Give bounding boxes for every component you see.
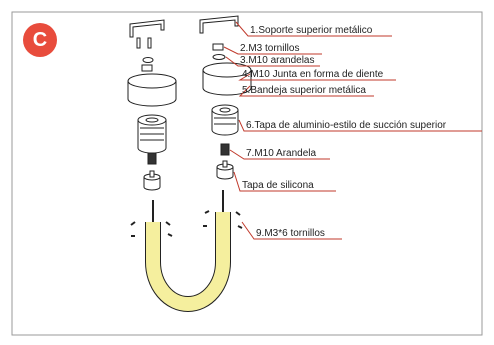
label-part-7: 7.M10 Arandela — [246, 148, 317, 159]
label-part-9: 9.M3*6 tornillos — [256, 228, 325, 239]
left-washer — [142, 57, 154, 63]
leader-lines — [223, 21, 482, 240]
label-part-6: 6.Tapa de aluminio-estilo de succión sup… — [246, 120, 447, 131]
left-stack — [127, 19, 177, 191]
label-part-8: Tapa de silicona — [242, 180, 314, 191]
right-metal-bracket — [199, 15, 239, 34]
left-tray-top — [127, 73, 177, 89]
label-part-3: 3.M10 arandelas — [240, 55, 315, 66]
left-silicone-nozzle — [149, 170, 155, 178]
left-screw-b — [147, 37, 152, 49]
right-silicone-nozzle — [222, 160, 228, 168]
label-part-2: 2.M3 tornillos — [240, 43, 300, 54]
right-cap-side — [211, 110, 239, 136]
section-badge: C — [23, 23, 57, 57]
label-part-1: 1.Soporte superior metálico — [250, 25, 373, 36]
u-tube — [130, 190, 243, 312]
right-washer — [212, 54, 226, 60]
left-cap-hole — [145, 117, 159, 123]
figure-border — [11, 11, 483, 336]
left-nut — [141, 64, 153, 72]
right-nut — [212, 43, 224, 51]
left-metal-bracket — [129, 19, 165, 38]
label-part-4: 4.M10 Junta en forma de diente — [242, 69, 384, 80]
label-part-5: 5.Bandeja superior metálica — [242, 85, 366, 96]
right-stack — [199, 15, 252, 180]
left-screw-a — [136, 37, 141, 49]
left-silicone-side — [143, 177, 161, 191]
left-washer-7 — [147, 152, 157, 165]
right-washer-7 — [220, 143, 230, 156]
right-cap-hole — [219, 107, 231, 113]
